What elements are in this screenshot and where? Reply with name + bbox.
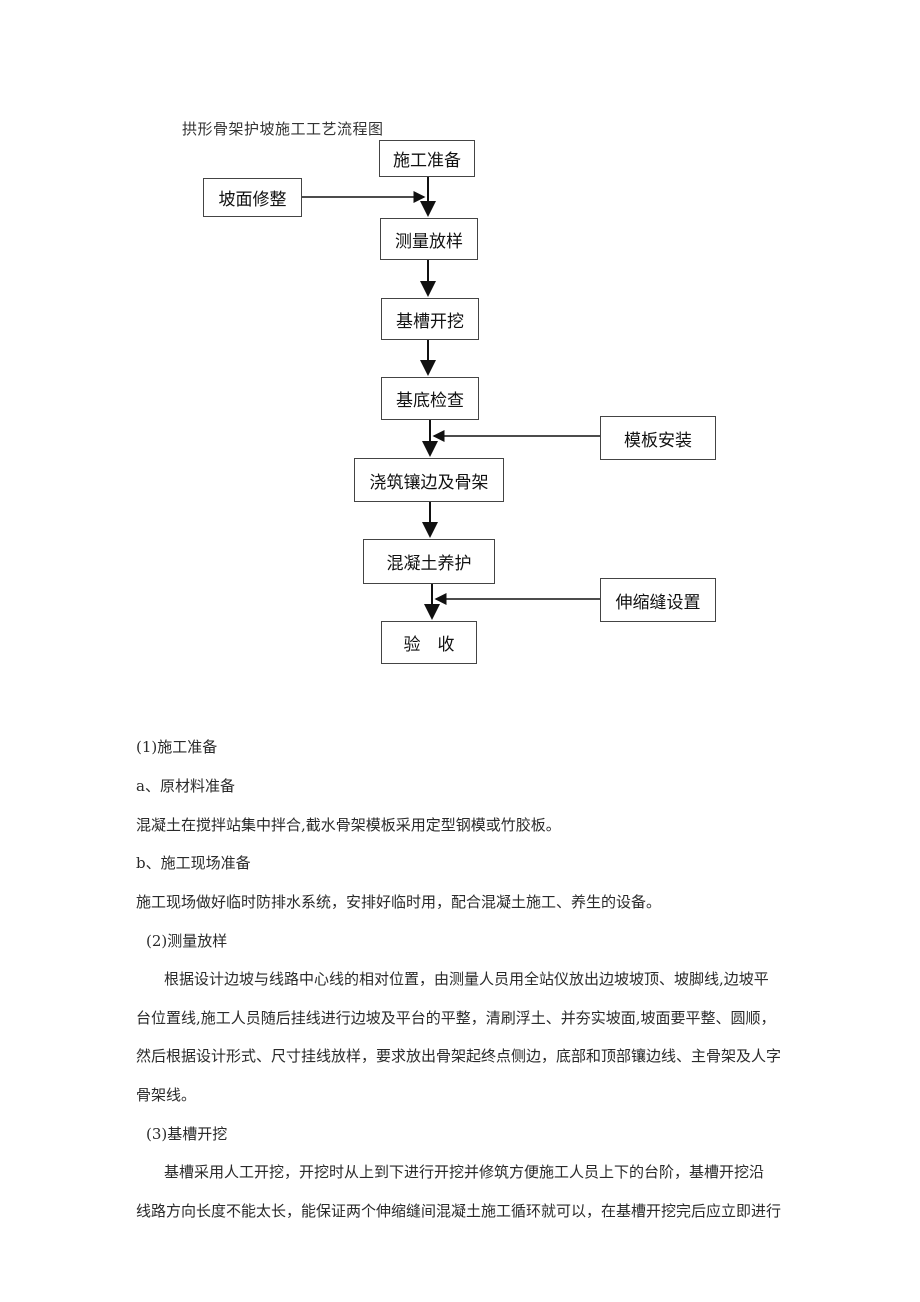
- step-accept: 验 收: [381, 621, 477, 664]
- step-prep: 施工准备: [379, 140, 475, 177]
- section-1a-body: 混凝土在搅拌站集中拌合,截水骨架模板采用定型钢模或竹胶板。: [136, 816, 561, 834]
- step-cure: 混凝土养护: [363, 539, 495, 584]
- section-3-heading: (3)基槽开挖: [146, 1125, 228, 1143]
- section-3-line-2: 线路方向长度不能太长，能保证两个伸缩缝间混凝土施工循环就可以，在基槽开挖完后应立…: [136, 1202, 782, 1220]
- section-1b-body: 施工现场做好临时防排水系统，安排好临时用，配合混凝土施工、养生的设备。: [136, 893, 662, 911]
- step-survey: 测量放样: [380, 218, 478, 260]
- step-formwork: 模板安装: [600, 416, 716, 460]
- section-1-heading: (1)施工准备: [136, 738, 218, 756]
- flowchart-connectors: [302, 177, 600, 620]
- section-2-line-4: 骨架线。: [136, 1086, 197, 1104]
- step-pour: 浇筑镶边及骨架: [354, 458, 504, 502]
- step-inspect: 基底检查: [381, 377, 479, 420]
- section-2-line-3: 然后根据设计形式、尺寸挂线放样，要求放出骨架起终点侧边，底部和顶部镶边线、主骨架…: [136, 1047, 782, 1065]
- section-2-line-2: 台位置线,施工人员随后挂线进行边坡及平台的平整，清刷浮土、并夯实坡面,坡面要平整…: [136, 1009, 776, 1027]
- section-2-heading: (2)测量放样: [146, 932, 228, 950]
- step-excavate: 基槽开挖: [381, 298, 479, 340]
- step-slope-trim: 坡面修整: [203, 178, 302, 217]
- flowchart-title: 拱形骨架护坡施工工艺流程图: [182, 120, 384, 138]
- section-3-line-1: 基槽采用人工开挖，开挖时从上到下进行开挖并修筑方便施工人员上下的台阶，基槽开挖沿: [164, 1163, 765, 1181]
- step-joint: 伸缩缝设置: [600, 578, 716, 622]
- section-1a-heading: a、原材料准备: [136, 777, 235, 795]
- section-1b-heading: b、施工现场准备: [136, 854, 251, 872]
- section-2-line-1: 根据设计边坡与线路中心线的相对位置，由测量人员用全站仪放出边坡坡顶、坡脚线,边坡…: [164, 970, 769, 988]
